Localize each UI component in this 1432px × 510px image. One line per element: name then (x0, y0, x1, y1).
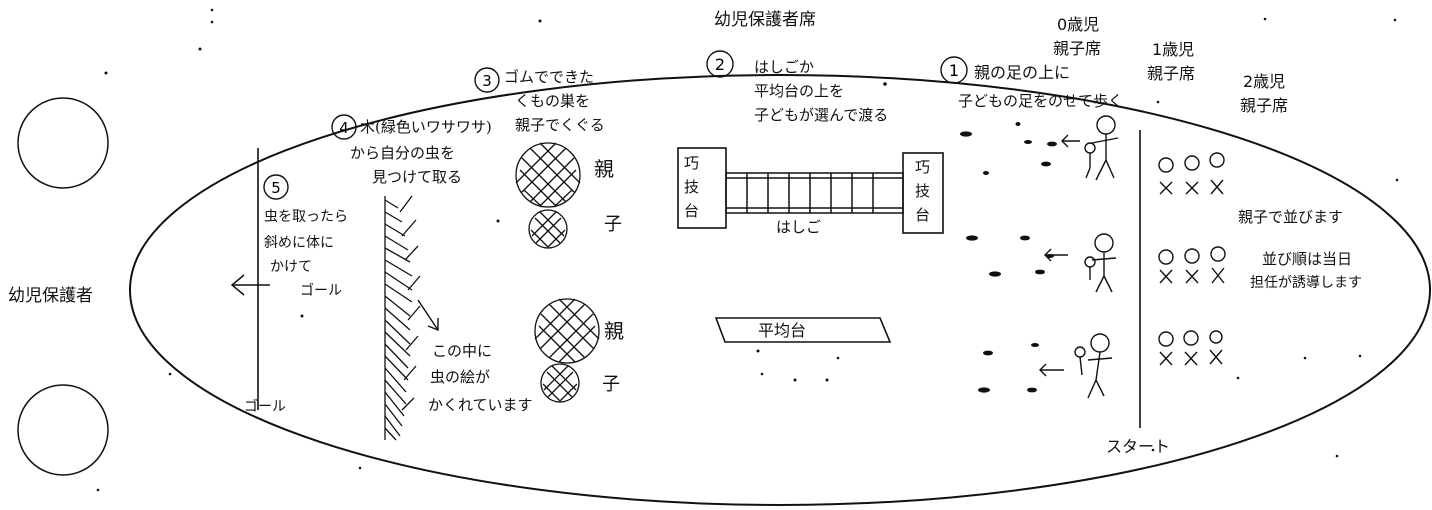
goal-label: ゴール (244, 399, 286, 415)
station-2-text-line3: 子どもが選んで渡る (754, 106, 889, 124)
ladder (725, 172, 904, 214)
skill-box-right-char1: 巧 (915, 158, 931, 176)
parent-seats-top-label: 幼児保護者席 (714, 10, 816, 30)
stick-figure-3 (1074, 333, 1113, 399)
stick-figure-2 (1084, 233, 1117, 293)
station-1-text-line2: 子どもの足をのせて歩く (958, 92, 1124, 110)
skill-box-left-char3: 台 (684, 202, 700, 220)
station-4-text-line2: から自分の虫を (350, 144, 456, 162)
station-3-number: 3 (482, 72, 492, 90)
skill-box-left-char1: 巧 (684, 154, 700, 172)
walk-arrows (1039, 134, 1080, 377)
order-note-line2: 担任が誘導します (1250, 275, 1362, 291)
station-number-circles (263, 50, 968, 200)
station-3-text-line2: くもの巣を (515, 92, 591, 110)
balance-beam (714, 317, 892, 343)
tree-bush-zone (384, 195, 421, 441)
goal-arrow (230, 274, 270, 296)
ladder-label: はしご (776, 218, 822, 236)
age0-seat-label-line1: 0歳児 (1057, 15, 1100, 34)
left-seat-circle-top (17, 97, 109, 189)
queue-row-2 (1158, 246, 1226, 284)
spider-web-bottom (534, 298, 600, 403)
skill-box-right-char3: 台 (915, 206, 931, 224)
left-seat-circle-bottom (17, 384, 109, 476)
balance-beam-label: 平均台 (758, 321, 807, 340)
hidden-bugs-note-line2: 虫の絵が (430, 368, 491, 386)
skill-box-left-char2: 技 (684, 178, 700, 196)
age1-seat-label-line2: 親子席 (1147, 64, 1196, 83)
parent-label-bottom: 親 (604, 319, 624, 343)
scatter-dots (96, 8, 1399, 492)
station-5-text-line4: ゴール (300, 283, 342, 299)
child-label-top: 子 (604, 214, 622, 235)
station-4-text-line1: 木(緑色いワサワサ) (360, 118, 492, 136)
line-up-note: 親子で並びます (1238, 208, 1344, 226)
station-1-number: 1 (949, 61, 959, 80)
station-5-text-line3: かけて (270, 259, 312, 275)
station-4-text-line3: 見つけて取る (372, 168, 463, 186)
parent-seats-left-label: 幼児保護者 (8, 286, 93, 306)
station-1-text-line1: 親の足の上に (974, 63, 1071, 82)
queue-row-1 (1158, 152, 1225, 195)
station-5-number: 5 (271, 179, 281, 197)
station-2-text-line1: はしごか (754, 58, 815, 76)
station-3-text-line3: 親子でくぐる (515, 116, 605, 134)
station-2-number: 2 (715, 55, 725, 74)
hidden-bugs-arrow (417, 299, 439, 332)
station-5-text-line2: 斜めに体に (264, 235, 334, 251)
skill-box-right-char2: 技 (915, 182, 931, 200)
field-oval (129, 74, 1431, 506)
footprints (960, 122, 1057, 393)
station-2-text-line2: 平均台の上を (754, 82, 845, 100)
parent-label-top: 親 (594, 157, 614, 181)
child-label-bottom: 子 (602, 374, 620, 395)
spider-web-top (515, 142, 581, 249)
age0-seat-label-line2: 親子席 (1053, 39, 1102, 58)
age1-seat-label-line1: 1歳児 (1152, 40, 1195, 59)
station-3-text-line1: ゴムでできた (504, 68, 595, 86)
stick-figure-1 (1084, 115, 1119, 181)
hidden-bugs-note-line1: この中に (432, 342, 493, 360)
age2-seat-label-line2: 親子席 (1240, 96, 1289, 115)
queue-row-3 (1158, 330, 1223, 366)
order-note-line1: 並び順は当日 (1262, 250, 1353, 268)
age2-seat-label-line1: 2歳児 (1243, 72, 1286, 91)
hidden-bugs-note-line3: かくれています (428, 396, 533, 414)
station-4-number: 4 (339, 119, 349, 137)
station-5-text-line1: 虫を取ったら (264, 209, 348, 225)
start-label: スタート (1106, 437, 1171, 456)
